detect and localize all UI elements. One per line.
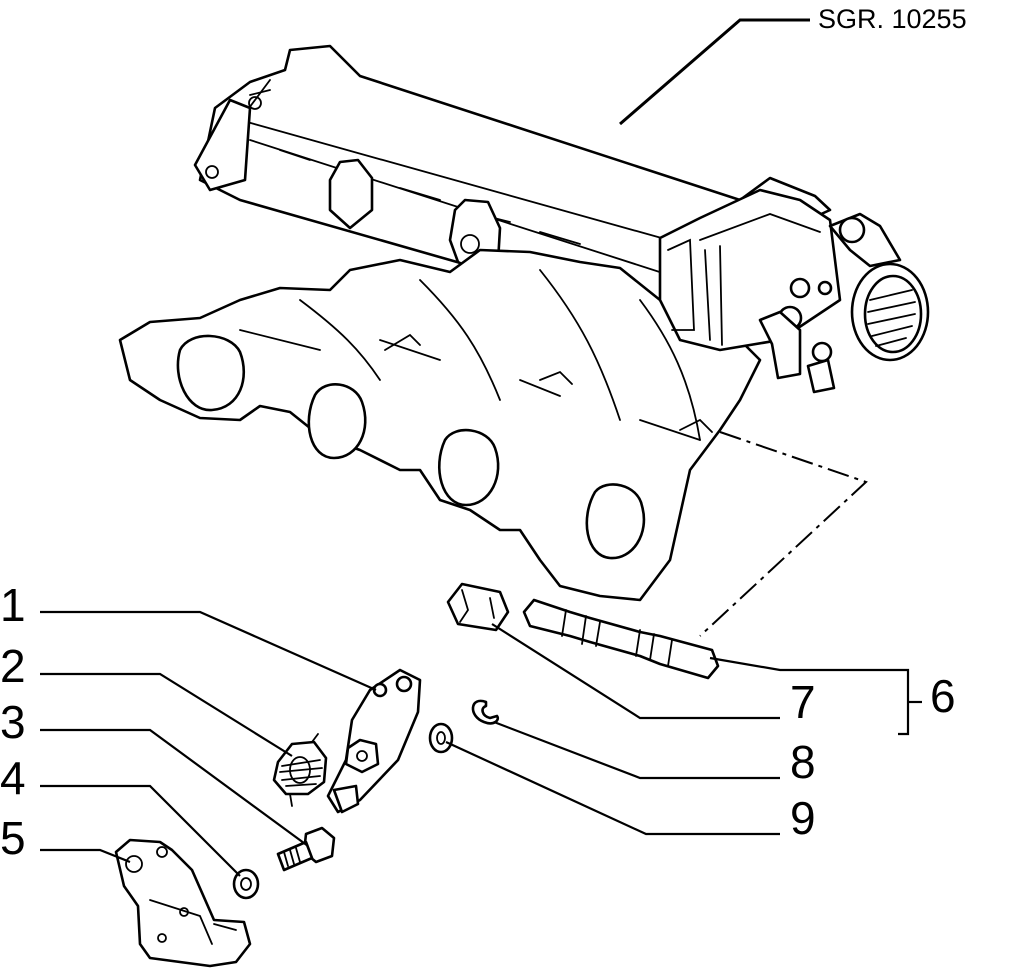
- circlip-part-8: [471, 699, 500, 725]
- bushing-part-7: [446, 582, 510, 632]
- bracket-part-5: [114, 838, 252, 968]
- intake-manifold: [118, 44, 930, 602]
- callout-5: 5: [0, 812, 26, 864]
- callout-3: 3: [0, 696, 26, 748]
- callout-7: 7: [790, 676, 816, 728]
- screw-part-3: [276, 826, 336, 872]
- return-spring-part-2: [272, 733, 328, 807]
- callout-2: 2: [0, 640, 26, 692]
- assembly-centerline: [699, 431, 868, 637]
- callout-9: 9: [790, 792, 816, 844]
- leader-lines: [40, 610, 922, 877]
- callout-1: 1: [0, 579, 26, 631]
- shaft-part-6: [522, 598, 720, 680]
- throttle-lever-part-1: [326, 668, 422, 814]
- reference-code: SGR. 10255: [818, 4, 967, 34]
- washer-part-4: [232, 868, 260, 900]
- callout-8: 8: [790, 736, 816, 788]
- callout-6: 6: [930, 670, 956, 722]
- washer-part-9: [428, 722, 454, 754]
- reference-leader-line: [619, 18, 810, 126]
- callout-4: 4: [0, 752, 26, 804]
